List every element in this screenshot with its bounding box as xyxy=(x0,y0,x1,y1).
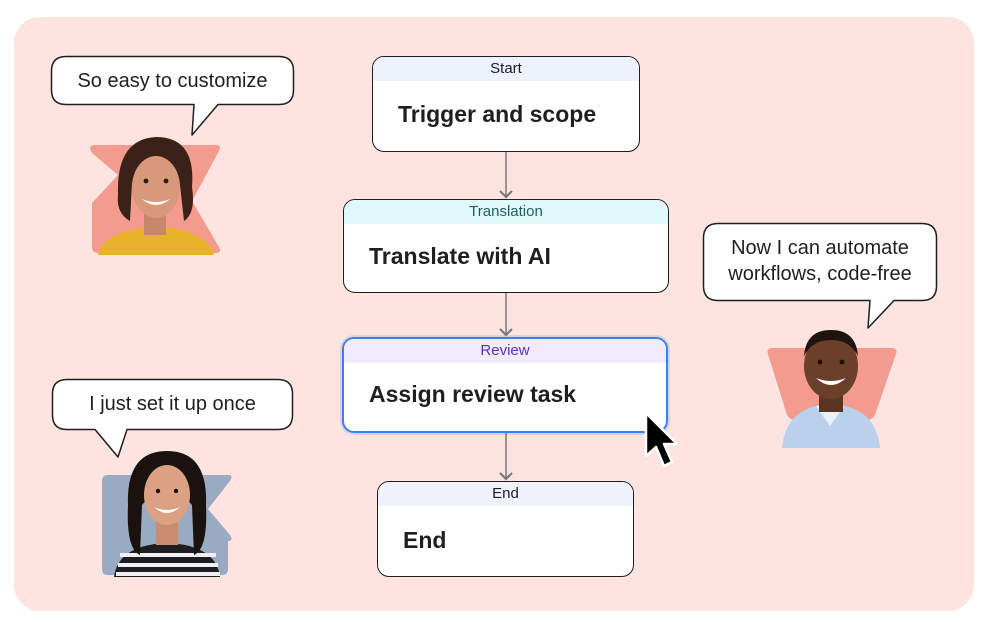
flow-node-end[interactable]: End End xyxy=(377,481,634,577)
quote-line-1: Now I can automate xyxy=(731,237,909,259)
node-title-translate: Translate with AI xyxy=(369,243,551,269)
speech-bubble-setup: I just set it up once xyxy=(51,378,294,460)
flow-node-start[interactable]: Start Trigger and scope xyxy=(372,56,640,152)
speech-bubble-customize: So easy to customize xyxy=(50,55,295,137)
quote-line-2: workflows, code-free xyxy=(728,263,912,285)
avatar-illustration xyxy=(102,451,232,577)
quote-text: Now I can automate workflows, code-free xyxy=(702,235,938,287)
quote-text: I just set it up once xyxy=(89,393,256,415)
avatar-woman-yellow xyxy=(88,125,224,287)
node-header-start: Start xyxy=(373,57,639,81)
flow-node-review-selected[interactable]: Review Assign review task xyxy=(342,337,668,433)
node-header-translation: Translation xyxy=(344,200,668,224)
speech-bubble-shape xyxy=(702,222,938,329)
node-header-end: End xyxy=(378,482,633,506)
avatar-illustration xyxy=(767,330,897,448)
flow-node-translation[interactable]: Translation Translate with AI xyxy=(343,199,669,293)
speech-bubble-shape xyxy=(51,378,294,458)
node-title-trigger: Trigger and scope xyxy=(398,101,597,127)
avatar-man-blue-shirt xyxy=(764,316,898,448)
node-title-review-task: Assign review task xyxy=(369,381,577,407)
speech-bubble-shape xyxy=(50,55,295,136)
node-header-review: Review xyxy=(344,339,666,363)
node-title-end: End xyxy=(403,527,447,553)
quote-text: So easy to customize xyxy=(77,70,268,92)
mouse-pointer-icon xyxy=(642,410,682,472)
avatar-woman-striped xyxy=(100,445,235,577)
speech-bubble-automate: Now I can automate workflows, code-free xyxy=(702,222,938,330)
avatar-illustration xyxy=(90,137,220,287)
